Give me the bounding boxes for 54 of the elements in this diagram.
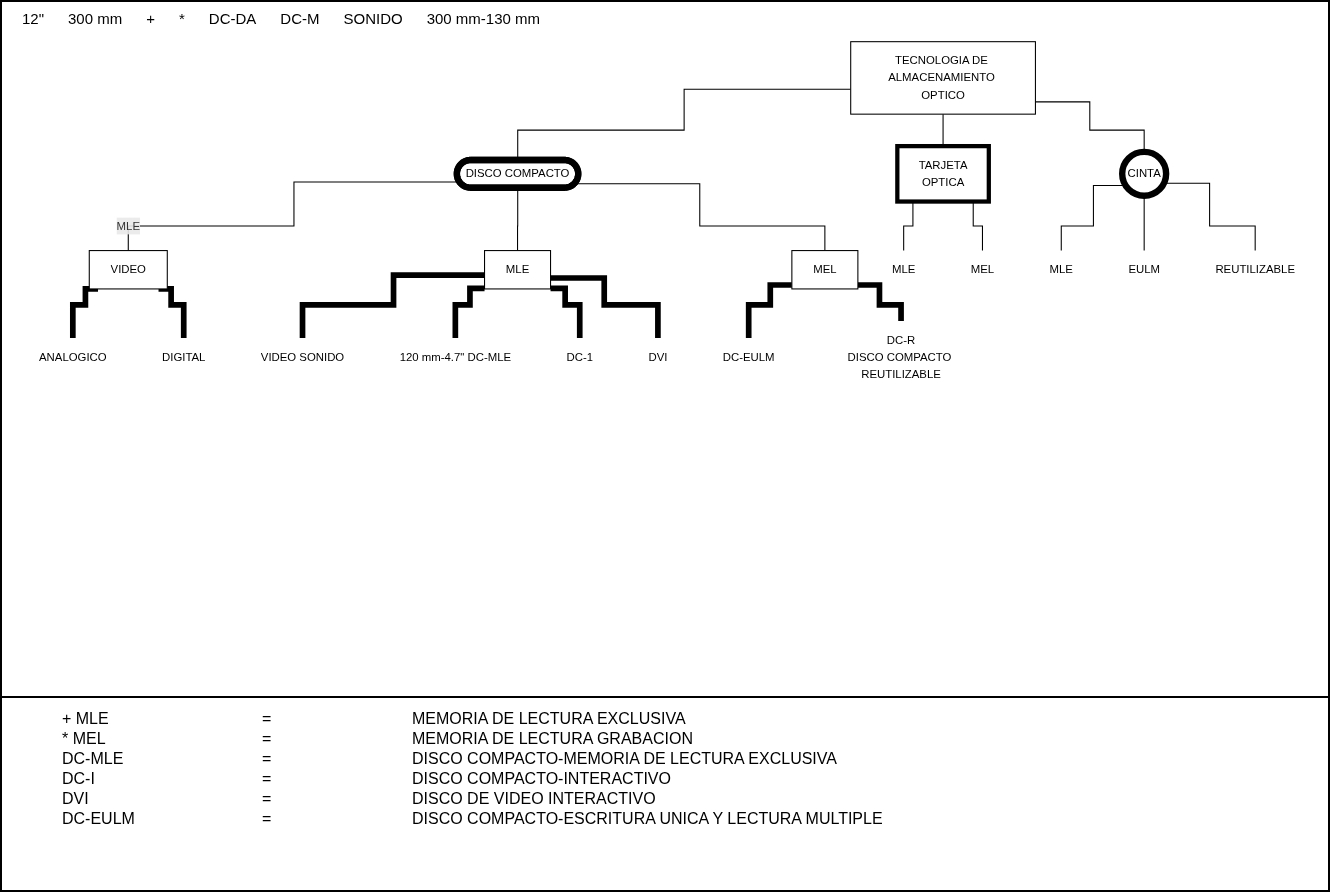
edge-label: MLE xyxy=(116,219,140,232)
abbreviation-text: * MEL xyxy=(62,730,107,748)
node-text: DC-R DISCO COMPACTO REUTILIZABLE xyxy=(847,333,952,380)
note-text: DC-DA xyxy=(208,10,257,27)
note-text: * xyxy=(178,10,185,27)
abbreviation-text: DC-I xyxy=(62,770,96,788)
node-text: DIGITAL xyxy=(162,350,206,363)
node-text: DC-1 xyxy=(566,350,594,363)
node-box: TARJETA OPTICA xyxy=(895,144,991,204)
node-text: 120 mm-4.7" DC-MLE xyxy=(399,350,512,363)
node-box: MLE xyxy=(484,250,552,290)
abbreviation-text: DC-EULM xyxy=(62,810,136,828)
note-text: 300 mm xyxy=(68,10,123,27)
definition-text: MEMORIA DE LECTURA EXCLUSIVA xyxy=(412,710,687,728)
definition-text: DISCO COMPACTO-ESCRITURA UNICA Y LECTURA MULTIPLE xyxy=(412,810,884,828)
definition-text: DISCO COMPACTO-MEMORIA DE LECTURA EXCLUSIVA xyxy=(412,750,838,768)
equals-sign: = xyxy=(262,750,273,768)
node-box: TECNOLOGIA DE ALMACENAMIENTO OPTICO xyxy=(850,41,1036,115)
connector xyxy=(299,272,485,341)
connector xyxy=(158,286,187,341)
connector xyxy=(550,275,661,341)
equals-sign: = xyxy=(262,770,273,788)
definition-text: MEMORIA DE LECTURA GRABACION xyxy=(412,730,694,748)
equals-sign: = xyxy=(262,730,273,748)
connector xyxy=(550,285,583,341)
connector xyxy=(69,286,99,341)
node-text: VIDEO SONIDO xyxy=(260,350,345,363)
node-text: EULM xyxy=(1128,263,1160,276)
node-text: DVI xyxy=(648,350,668,363)
node-text: REUTILIZABLE xyxy=(1215,263,1295,276)
connector xyxy=(745,282,792,341)
node-box: VIDEO xyxy=(88,250,168,290)
definition-text: DISCO COMPACTO-INTERACTIVO xyxy=(412,770,672,788)
node-text: MLE xyxy=(1049,263,1073,276)
abbreviation-text: DVI xyxy=(62,790,90,808)
note-text: + xyxy=(146,10,155,27)
equals-sign: = xyxy=(262,710,273,728)
definition-text: DISCO DE VIDEO INTERACTIVO xyxy=(412,790,657,808)
note-text: SONIDO xyxy=(343,10,403,27)
connector xyxy=(452,285,485,341)
node-circle: CINTA xyxy=(1119,148,1170,199)
note-text: 12" xyxy=(22,10,44,27)
abbreviation-text: DC-MLE xyxy=(62,750,125,768)
node-text: DC-EULM xyxy=(722,350,775,363)
equals-sign: = xyxy=(262,790,273,808)
connector xyxy=(857,282,904,324)
note-text: 300 mm-130 mm xyxy=(426,10,541,27)
node-text: MEL xyxy=(970,263,995,276)
node-text: MLE xyxy=(891,263,916,276)
equals-sign: = xyxy=(262,810,273,828)
note-text: DC-M xyxy=(280,10,320,27)
node-box: MEL xyxy=(791,250,859,290)
node-text: ANALOGICO xyxy=(39,350,107,363)
abbreviation-text: + MLE xyxy=(62,710,110,728)
